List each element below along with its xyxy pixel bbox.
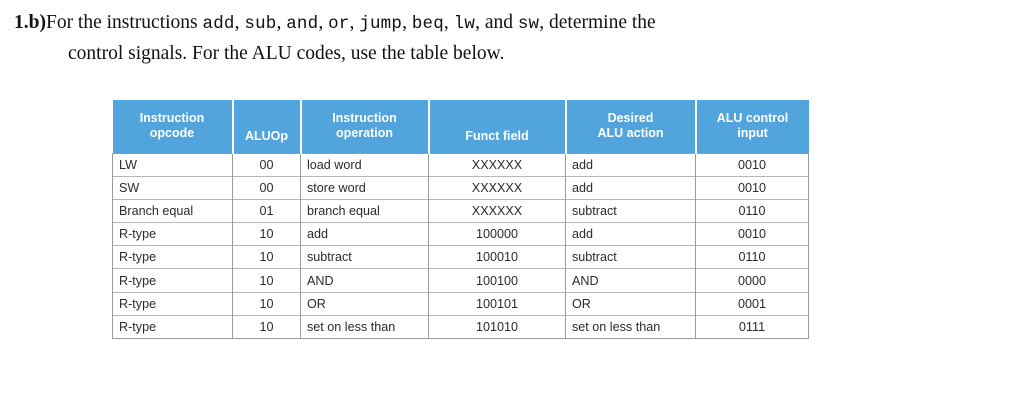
cell-instruction-opcode: R-type [112, 222, 233, 246]
cell-alu-control-input: 0010 [695, 175, 809, 200]
cell-funct-field: XXXXXX [428, 152, 566, 177]
cell-desired-alu-action: add [565, 175, 696, 200]
question-line-1-pre: For the instructions [45, 12, 203, 33]
cell-instruction-operation: subtract [300, 245, 429, 269]
sep-1: , [234, 12, 245, 33]
cell-desired-alu-action: set on less than [565, 314, 696, 340]
header-desired-alu-action-line1: Desired [607, 111, 654, 126]
cell-desired-alu-action: OR [565, 291, 696, 316]
cell-funct-field: XXXXXX [428, 198, 566, 223]
instruction-add: add [202, 14, 235, 34]
cell-desired-alu-action: add [565, 152, 696, 177]
header-instruction-operation-line1: Instruction [332, 111, 397, 126]
question-number: 1.b) [14, 12, 46, 33]
cell-desired-alu-action: subtract [565, 245, 696, 269]
cell-instruction-operation: branch equal [300, 198, 429, 223]
instruction-jump: jump [359, 14, 403, 34]
header-instruction-opcode: Instruction opcode [112, 100, 234, 153]
instruction-beq: beq [411, 14, 444, 34]
cell-funct-field: 100101 [428, 291, 566, 316]
question-block: 1.b)For the instructions add, sub, and, … [14, 8, 1004, 69]
instruction-or: or [328, 14, 350, 34]
header-funct-field: Funct field [427, 100, 567, 153]
header-aluop: ALUOp [231, 100, 302, 153]
question-line-2: control signals. For the ALU codes, use … [68, 43, 505, 64]
cell-aluop: 00 [232, 175, 301, 200]
sep-4: , [349, 12, 360, 33]
table-header: Instruction opcode ALUOp Instruction ope… [112, 100, 809, 153]
header-row: Instruction opcode ALUOp Instruction ope… [112, 100, 809, 153]
cell-desired-alu-action: subtract [565, 198, 696, 223]
header-alu-control-input-line1: ALU control [716, 111, 789, 126]
cell-instruction-opcode: SW [112, 175, 233, 200]
sep-2: , [276, 12, 287, 33]
cell-alu-control-input: 0111 [695, 314, 809, 340]
cell-aluop: 10 [232, 268, 301, 293]
cell-aluop: 10 [232, 291, 301, 316]
cell-instruction-opcode: R-type [112, 245, 233, 269]
header-instruction-opcode-line1: Instruction [139, 111, 205, 126]
header-instruction-operation-line2: operation [336, 126, 393, 141]
cell-instruction-opcode: R-type [112, 291, 233, 316]
cell-instruction-opcode: R-type [112, 314, 233, 340]
cell-funct-field: 101010 [428, 314, 566, 340]
cell-alu-control-input: 0110 [695, 245, 809, 269]
cell-instruction-operation: store word [300, 175, 429, 200]
cell-aluop: 01 [232, 198, 301, 223]
cell-alu-control-input: 0010 [695, 222, 809, 246]
header-alu-control-input: ALU control input [694, 100, 809, 153]
cell-aluop: 10 [232, 245, 301, 269]
instruction-sub: sub [244, 14, 277, 34]
question-line-1-post: , determine the [539, 12, 656, 33]
cell-funct-field: 100100 [428, 268, 566, 293]
header-funct-field-label: Funct field [465, 128, 529, 143]
cell-instruction-operation: set on less than [300, 314, 429, 340]
cell-instruction-operation: load word [300, 152, 429, 177]
cell-alu-control-input: 0000 [695, 268, 809, 293]
cell-alu-control-input: 0010 [695, 152, 809, 177]
cell-funct-field: 100010 [428, 245, 566, 269]
cell-aluop: 10 [232, 314, 301, 340]
cell-aluop: 10 [232, 222, 301, 246]
sep-3: , [318, 12, 329, 33]
header-aluop-label: ALUOp [244, 128, 289, 143]
cell-desired-alu-action: AND [565, 268, 696, 293]
cell-funct-field: 100000 [428, 222, 566, 246]
alu-control-table: Instruction opcode ALUOp Instruction ope… [112, 100, 809, 340]
header-desired-alu-action: Desired ALU action [564, 100, 697, 153]
question-line-1: 1.b)For the instructions add, sub, and, … [14, 8, 1004, 39]
cell-instruction-operation: add [300, 222, 429, 246]
cell-instruction-operation: AND [300, 268, 429, 293]
cell-funct-field: XXXXXX [428, 175, 566, 200]
cell-instruction-operation: OR [300, 291, 429, 316]
cell-instruction-opcode: R-type [112, 268, 233, 293]
header-desired-alu-action-line2: ALU action [597, 126, 664, 141]
header-alu-control-input-line2: input [737, 126, 768, 141]
cell-instruction-opcode: Branch equal [112, 198, 233, 223]
question-line-1-mid: , and [475, 12, 518, 33]
sep-6: , [443, 12, 454, 33]
header-instruction-opcode-line2: opcode [149, 126, 195, 141]
header-instruction-operation: Instruction operation [299, 100, 430, 153]
cell-instruction-opcode: LW [112, 152, 233, 177]
instruction-and: and [286, 14, 319, 34]
instruction-lw: lw [453, 14, 476, 34]
instruction-sw: sw [517, 14, 540, 34]
cell-desired-alu-action: add [565, 222, 696, 246]
cell-aluop: 00 [232, 152, 301, 177]
cell-alu-control-input: 0110 [695, 198, 809, 223]
cell-alu-control-input: 0001 [695, 291, 809, 316]
sep-5: , [402, 12, 412, 33]
